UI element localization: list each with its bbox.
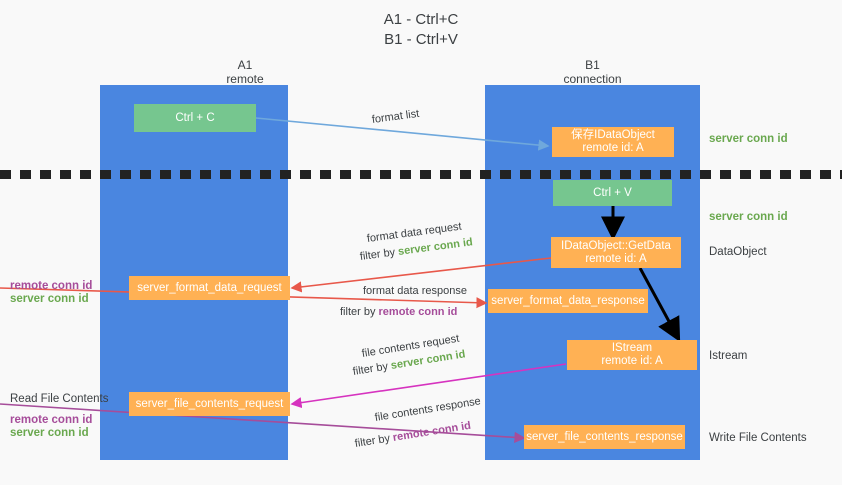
column-b1-name: B1 [585, 58, 600, 72]
filter-prefix: filter by [359, 246, 399, 263]
column-a1-role: remote [226, 72, 264, 86]
left-label-server-conn-id-1: server conn id [10, 292, 89, 306]
column-header-a1: A1 remote [100, 58, 390, 86]
right-label-server-conn-id-top: server conn id [709, 132, 788, 146]
box-ctrl-v[interactable]: Ctrl + V [553, 180, 672, 206]
box-istream[interactable]: IStream remote id: A [567, 340, 697, 370]
label-format-list: format list [371, 107, 420, 128]
column-b1-role: connection [563, 72, 622, 86]
right-label-server-conn-id-top-text: server conn id [709, 133, 788, 145]
box-getdata-line2: remote id: A [585, 252, 647, 265]
right-label-istream: Istream [709, 349, 747, 364]
page-title: A1 - Ctrl+C B1 - Ctrl+V [0, 10, 842, 50]
left-label-remote-conn-id-2-text: remote conn id [10, 414, 93, 426]
box-save-idataobject-line1: 保存IDataObject [571, 129, 655, 141]
left-label-server-conn-id-2: server conn id [10, 426, 89, 440]
filter-prefix: filter by [351, 360, 392, 378]
label-file-contents-response-filter: filter by remote conn id [354, 419, 472, 452]
column-header-b1: B1 connection [485, 58, 700, 86]
box-save-idataobject-line2: remote id: A [582, 142, 644, 154]
left-label-server-conn-id-1-text: server conn id [10, 293, 89, 305]
right-label-server-conn-id-mid: server conn id [709, 210, 788, 224]
box-server-format-data-response[interactable]: server_format_data_response [488, 289, 648, 313]
box-server-file-contents-request[interactable]: server_file_contents_request [129, 392, 290, 416]
right-label-istream-text: Istream [709, 350, 748, 362]
label-format-data-response-filter: filter by remote conn id [340, 305, 457, 320]
right-label-server-conn-id-mid-text: server conn id [709, 211, 788, 223]
box-server-file-contents-request-label: server_file_contents_request [135, 397, 284, 410]
box-server-format-data-response-label: server_format_data_response [491, 294, 645, 307]
box-save-idataobject[interactable]: 保存IDataObject remote id: A [552, 127, 674, 157]
left-label-remote-conn-id-1-text: remote conn id [10, 280, 93, 292]
column-a1-name: A1 [237, 58, 253, 72]
box-server-file-contents-response-label: server_file_contents_response [526, 430, 683, 443]
right-label-dataobject-text: DataObject [709, 246, 767, 258]
filter-prefix: filter by [353, 432, 394, 450]
label-format-list-text: format list [371, 107, 420, 126]
box-server-format-data-request-label: server_format_data_request [137, 281, 282, 294]
label-format-data-response: format data response [363, 284, 467, 299]
box-ctrl-c[interactable]: Ctrl + C [134, 104, 256, 132]
left-label-remote-conn-id-1: remote conn id [10, 279, 92, 293]
left-label-read-file-contents: Read File Contents [10, 392, 108, 407]
left-label-server-conn-id-2-text: server conn id [10, 427, 89, 439]
box-istream-line1: IStream [611, 342, 653, 354]
box-server-file-contents-response[interactable]: server_file_contents_response [524, 425, 685, 449]
box-istream-line2: remote id: A [601, 355, 663, 367]
label-format-data-response-text: format data response [363, 285, 467, 297]
left-label-read-file-contents-text: Read File Contents [10, 393, 109, 405]
box-getdata-line1: IDataObject::GetData [561, 239, 671, 252]
right-label-write-file-contents: Write File Contents [709, 431, 807, 446]
right-label-write-file-contents-text: Write File Contents [709, 432, 807, 444]
filter-prefix: filter by [340, 306, 379, 318]
title-line-1: A1 - Ctrl+C [383, 11, 459, 28]
title-line-2: B1 - Ctrl+V [384, 31, 458, 48]
right-label-dataobject: DataObject [709, 245, 767, 260]
box-server-format-data-request[interactable]: server_format_data_request [129, 276, 290, 300]
filter-value-remote-conn-id: remote conn id [392, 419, 472, 444]
left-label-remote-conn-id-2: remote conn id [10, 413, 92, 427]
box-ctrl-v-label: Ctrl + V [593, 186, 632, 199]
box-ctrl-c-label: Ctrl + C [175, 111, 215, 124]
phase-separator-dashed-line [0, 170, 842, 179]
box-idataobject-getdata[interactable]: IDataObject::GetData remote id: A [551, 237, 681, 268]
filter-value-remote-conn-id: remote conn id [378, 306, 458, 318]
